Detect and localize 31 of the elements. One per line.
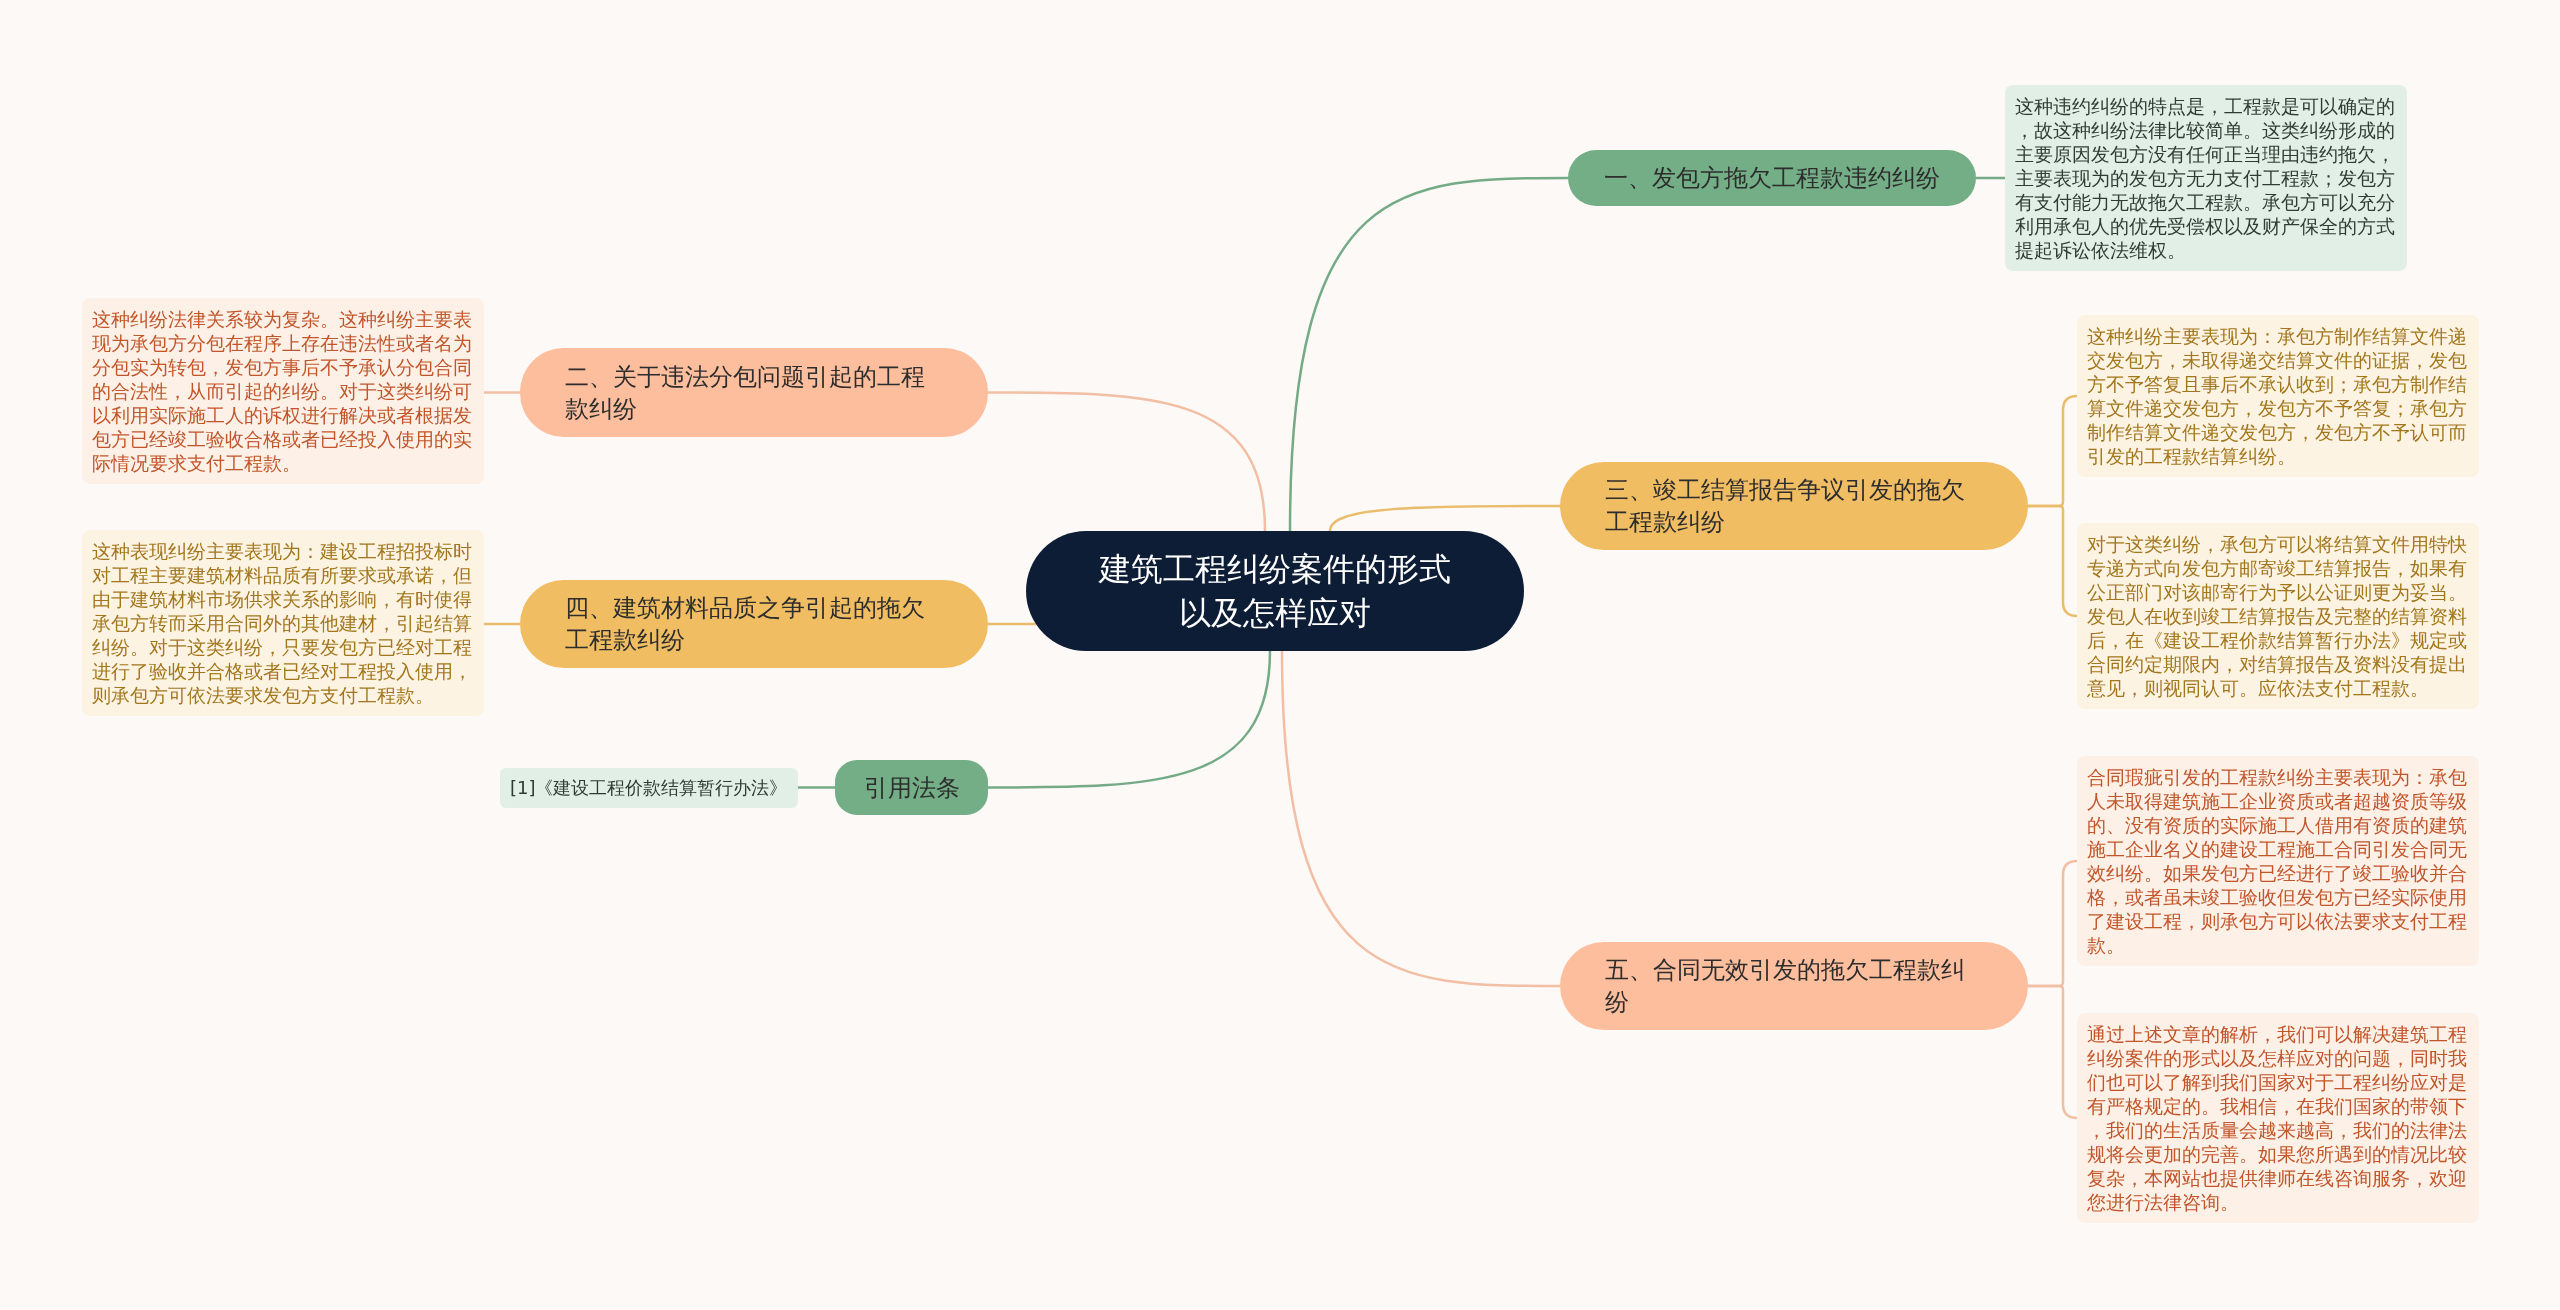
note-card	[2077, 315, 2479, 477]
connector-line	[1976, 176, 2005, 180]
branch-label: 二、关于违法分包问题引起的工程款纠纷	[565, 361, 926, 425]
connector-line	[797, 786, 835, 789]
topic-title: 建筑工程纠纷案件的形式以及怎样应对	[1097, 549, 1452, 634]
citation-tag	[500, 768, 798, 808]
connector-line	[988, 622, 1036, 626]
branch-label: 一、发包方拖欠工程款违约纠纷	[1604, 163, 1940, 194]
note-text: 这种纠纷主要表现为：承包方制作结算文件递交发包方，未取得递交结算文件的证据，发包方不予答复且事后不承认收到；承包方制作结算文件递交发包方，发包方不予答复；承包方制作结算文件递交发包方，发包方不予认可而引发的工程款结算纠纷。	[2087, 324, 2468, 468]
connector-line	[2028, 504, 2078, 618]
branch-label: 引用法条	[863, 772, 960, 804]
connector-line	[988, 650, 1272, 789]
note-text: 这种表现纠纷主要表现为：建设工程招投标时对工程主要建筑材料品质有所要求或承诺，但由于建筑材料市场供求关系的影响，有时使得承包方转而采用合同外的其他建材，引起结算纠纷。对于这类纠纷，只要发包方已经对工程进行了验收并合格或者已经对工程投入使用，则承包方可依法要求发包方支付工程款。	[92, 539, 473, 707]
branch-pill	[835, 760, 988, 815]
branch-pill	[1568, 150, 1976, 206]
connector-line	[1328, 504, 1560, 532]
connector-line	[988, 391, 1267, 532]
connector-line	[1280, 650, 1560, 988]
branch-label: 四、建筑材料品质之争引起的拖欠工程款纠纷	[565, 593, 926, 656]
note-text: 通过上述文章的解析，我们可以解决建筑工程纠纷案件的形式以及怎样应对的问题，同时我们也可以了解到我们国家对于工程纠纷应对是有严格规定的。我相信，在我们国家的带领下，我们的生活质量会越来越高，我们的法律法规将会更加的完善。如果您所遇到的情况比较复杂，本网站也提供律师在线咨询服务，欢迎您进行法律咨询。	[2087, 1022, 2468, 1214]
note-text: 这种纠纷法律关系较为复杂。这种纠纷主要表现为承包方分包在程序上存在违法性或者名为分包实为转包，发包方事后不予承认分包合同的合法性，从而引起的纠纷。对于这类纠纷可以利用实际施工人的诉权进行解决或者根据发包方已经竣工验收合格或者已经投入使用的实际情况要求支付工程款。	[92, 307, 473, 475]
branch-label: 三、竣工结算报告争议引发的拖欠工程款纠纷	[1605, 475, 1966, 538]
note-text: 合同瑕疵引发的工程款纠纷主要表现为：承包人未取得建筑施工企业资质或者超越资质等级的、没有资质的实际施工人借用有资质的建筑施工企业名义的建设工程施工合同引发合同无效纠纷。如果发包方已经进行了竣工验收并合格，或者虽未竣工验收但发包方已经实际使用了建设工程，则承包方可以依法要求支付工程款。	[2087, 765, 2468, 957]
connector-line	[1288, 176, 1568, 532]
citation-text: [1]《建设工程价款结算暂行办法》	[510, 776, 788, 800]
note-text: 对于这类纠纷，承包方可以将结算文件用特快专递方式向发包方邮寄竣工结算报告，如果有公正部门对该邮寄行为予以公证则更为妥当。发包人在收到竣工结算报告及完整的结算资料后，在《建设工程价款结算暂行办法》规定或合同约定期限内，对结算报告及资料没有提出意见，则视同认可。应依法支付工程款。	[2087, 532, 2468, 700]
connector-line	[484, 391, 520, 394]
note-text: 这种违约纠纷的特点是，工程款是可以确定的，故这种纠纷法律比较简单。这类纠纷形成的主要原因发包方没有任何正当理由违约拖欠，主要表现为的发包方无力支付工程款；发包方有支付能力无故拖欠工程款。承包方可以充分利用承包人的优先受偿权以及财产保全的方式提起诉讼依法维权。	[2015, 94, 2396, 262]
connector-line	[2028, 984, 2078, 1120]
connector-line	[484, 622, 520, 626]
branch-label: 五、合同无效引发的拖欠工程款纠纷	[1605, 955, 1966, 1018]
